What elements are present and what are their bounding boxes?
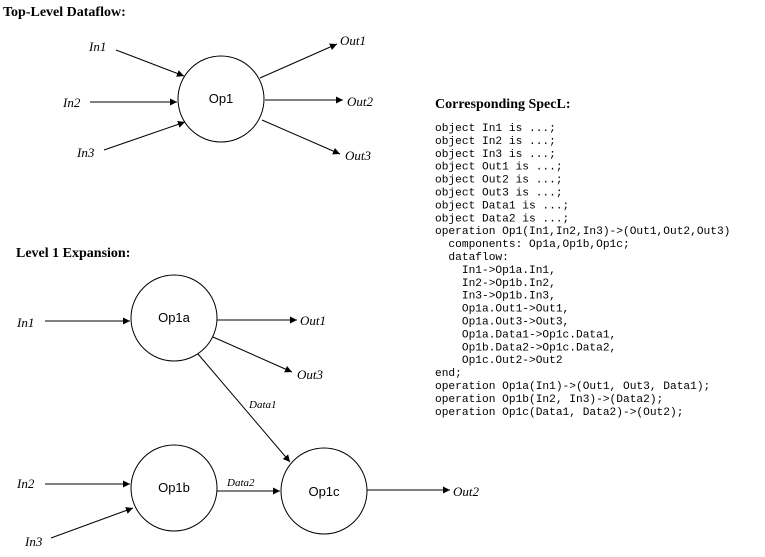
top-input-label-in3: In3 <box>76 145 95 160</box>
l1-edge-data1 <box>197 353 291 463</box>
top-edge-in1 <box>115 49 185 77</box>
l1-label-data2: Data2 <box>226 477 255 489</box>
specl-code-block: object In1 is ...;object In2 is ...;obje… <box>435 123 730 419</box>
specl-line: Op1a.Out3->Out3, <box>435 317 569 329</box>
l1-input-label-in1: In1 <box>16 315 34 330</box>
top-level-heading: Top-Level Dataflow: <box>3 5 126 20</box>
top-edge-in3 <box>103 120 186 151</box>
top-output-label-out3: Out3 <box>345 148 372 163</box>
specl-line: object In2 is ...; <box>435 136 556 148</box>
l1-output-label-out1: Out1 <box>300 313 326 328</box>
specl-line: end; <box>435 368 462 380</box>
specl-line: dataflow: <box>435 252 509 264</box>
specl-line: In2->Op1b.In2, <box>435 278 556 290</box>
l1-label-data1: Data1 <box>248 399 277 411</box>
top-edge-out1 <box>259 43 338 79</box>
node-op1b-label: Op1b <box>158 480 190 495</box>
specl-line: operation Op1c(Data1, Data2)->(Out2); <box>435 407 683 419</box>
node-op1c <box>280 447 368 535</box>
top-edge-out3 <box>261 119 341 155</box>
top-output-label-out2: Out2 <box>347 94 374 109</box>
specl-line: In1->Op1a.In1, <box>435 265 556 277</box>
specl-line: object Out1 is ...; <box>435 162 563 174</box>
specl-line: Op1a.Out1->Out1, <box>435 304 569 316</box>
specl-heading: Corresponding SpecL: <box>435 97 570 112</box>
specl-line: object Data1 is ...; <box>435 200 569 212</box>
specl-line: operation Op1b(In2, In3)->(Data2); <box>435 394 663 406</box>
specl-line: operation Op1a(In1)->(Out1, Out3, Data1)… <box>435 381 710 393</box>
node-op1 <box>177 55 265 143</box>
specl-line: Op1c.Out2->Out2 <box>435 355 563 367</box>
l1-edge-out3 <box>212 336 293 373</box>
node-op1a-label: Op1a <box>158 310 191 325</box>
top-input-label-in1: In1 <box>88 39 106 54</box>
specl-line: operation Op1(In1,In2,In3)->(Out1,Out2,O… <box>435 226 730 238</box>
top-output-label-out1: Out1 <box>340 33 366 48</box>
l1-input-label-in2: In2 <box>16 476 35 491</box>
specl-line: object Data2 is ...; <box>435 213 569 225</box>
level1-heading: Level 1 Expansion: <box>16 246 130 261</box>
node-op1c-label: Op1c <box>308 484 340 499</box>
l1-edge-in3 <box>50 507 134 539</box>
specl-line: In3->Op1b.In3, <box>435 291 556 303</box>
specl-line: components: Op1a,Op1b,Op1c; <box>435 239 630 251</box>
top-input-label-in2: In2 <box>62 95 81 110</box>
node-op1-label: Op1 <box>209 91 234 106</box>
l1-output-label-out2: Out2 <box>453 484 480 499</box>
specl-line: object Out3 is ...; <box>435 188 563 200</box>
l1-output-label-out3: Out3 <box>297 367 324 382</box>
l1-input-label-in3: In3 <box>24 534 43 549</box>
specl-line: object In1 is ...; <box>435 123 556 135</box>
node-op1a <box>130 274 218 362</box>
specl-line: object Out2 is ...; <box>435 175 563 187</box>
specl-line: Op1a.Data1->Op1c.Data1, <box>435 329 616 341</box>
specl-line: Op1b.Data2->Op1c.Data2, <box>435 342 616 354</box>
node-op1b <box>130 444 218 532</box>
specl-line: object In3 is ...; <box>435 149 556 161</box>
